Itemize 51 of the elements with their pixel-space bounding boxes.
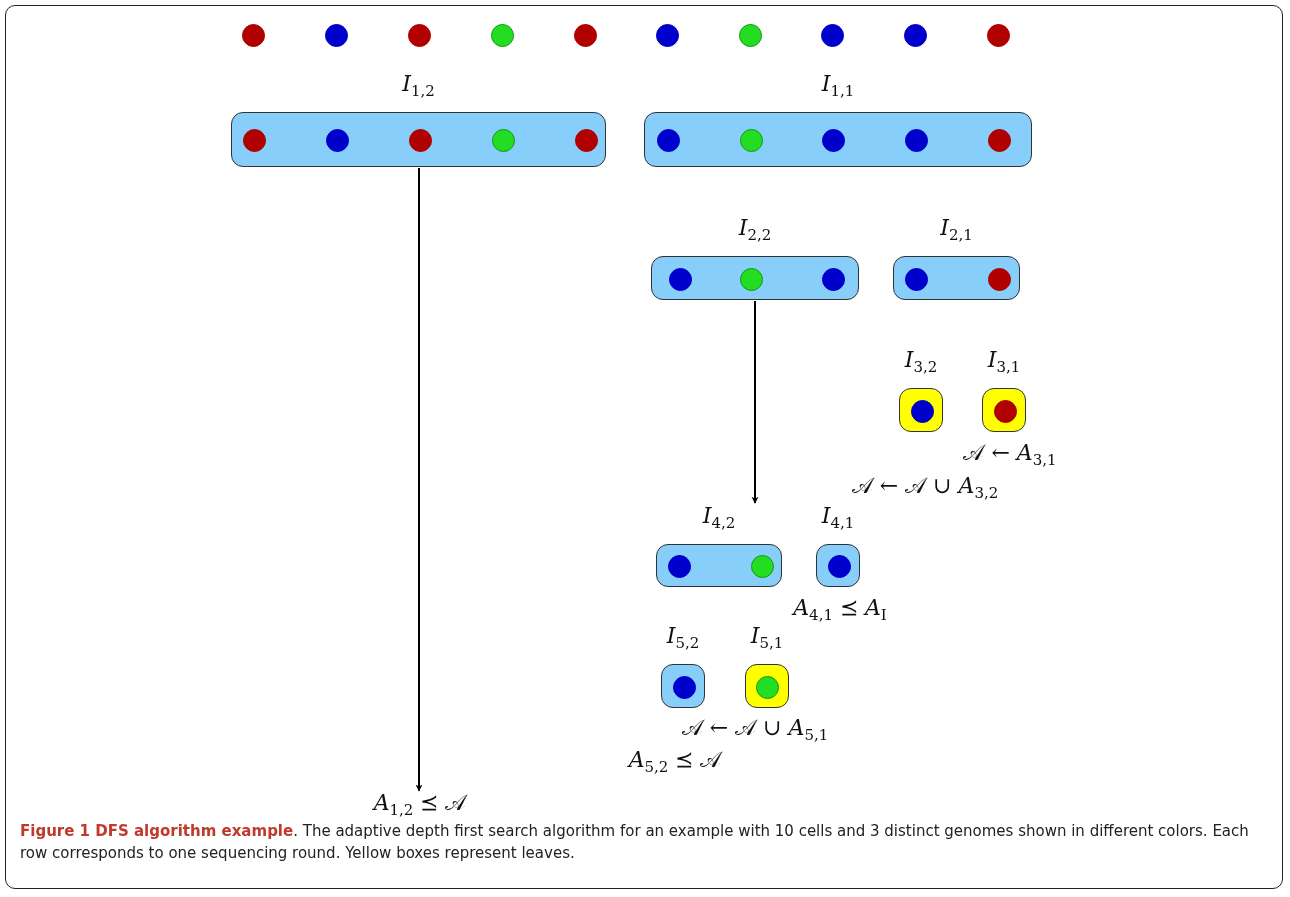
set-label: I$_{1,1}$ [821,72,855,100]
cell-dot [490,23,514,47]
arrow [415,167,423,792]
cell-dot [407,23,431,47]
cell-dot [755,675,779,699]
cell-dot [821,128,845,152]
figure-caption: Figure 1 DFS algorithm example. The adaptive depth first search algorithm for an example with 10 cells and 3 distinct genomes shown in different colors. Each row corresponds to one sequencing round. Yellow boxes represent leaves. [20,821,1250,864]
formula-text: A$_{4,1}$ ⪯ A$_{I}$ [793,596,887,624]
cell-dot [672,675,696,699]
cell-dot [904,128,928,152]
result-formula: A$_{1,2}$ ⪯ 𝒜 [373,791,467,819]
cell-dot [903,23,927,47]
cell-dot [738,23,762,47]
set-label: I$_{4,2}$ [702,504,736,532]
cell-dot [667,554,691,578]
cell-dot [987,267,1011,291]
cell-dot [821,267,845,291]
cell-dot [573,23,597,47]
cell-dot [827,554,851,578]
cell-dot [408,128,432,152]
set-label: I$_{4,1}$ [821,504,855,532]
cell-dot [993,399,1017,423]
cell-dot [986,23,1010,47]
set-label: I$_{2,1}$ [940,216,973,244]
cell-dot [656,128,680,152]
set-label: I$_{1,2}$ [402,72,435,100]
cell-dot [242,128,266,152]
cell-dot [910,399,934,423]
set-label: I$_{2,2}$ [738,216,772,244]
cell-dot [668,267,692,291]
formula-text: 𝒜 ← 𝒜 ∪ A$_{5,1}$ [681,716,829,744]
cell-dot [904,267,928,291]
cell-dot [325,128,349,152]
formula-text: 𝒜 ← A$_{3,1}$ [963,441,1057,469]
set-label: I$_{3,1}$ [987,348,1021,376]
cell-dot [324,23,348,47]
cell-dot [241,23,265,47]
formula-text: 𝒜 ← 𝒜 ∪ A$_{3,2}$ [851,474,999,502]
cell-dot [739,267,763,291]
cell-dot [491,128,515,152]
cell-dot [820,23,844,47]
cell-dot [750,554,774,578]
cell-dot [574,128,598,152]
formula-text: A$_{5,2}$ ⪯ 𝒜 [628,748,722,776]
set-label: I$_{5,2}$ [666,624,700,652]
set-label: I$_{5,1}$ [750,624,784,652]
cell-dot [739,128,763,152]
arrow [751,300,759,504]
set-label: I$_{3,2}$ [904,348,938,376]
cell-dot [655,23,679,47]
cell-dot [987,128,1011,152]
